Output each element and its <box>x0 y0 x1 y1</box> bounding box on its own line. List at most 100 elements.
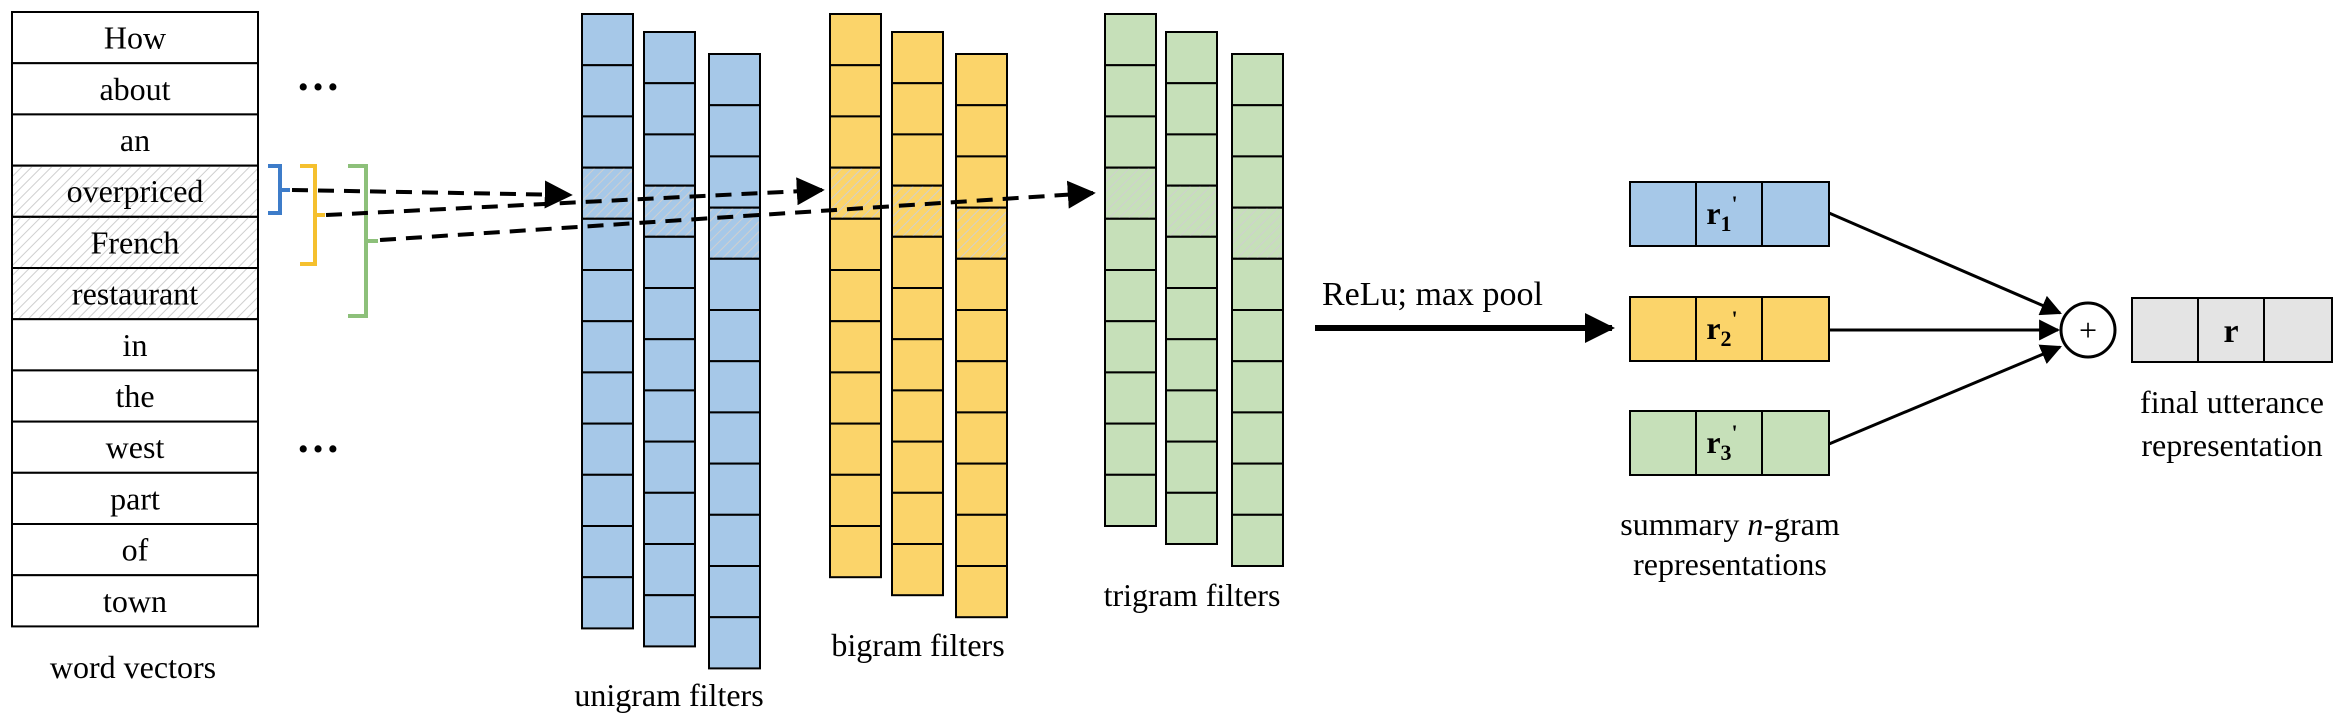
unigram-bracket <box>268 164 290 215</box>
unigram-filter-cell <box>708 513 761 567</box>
trigram-filter-cell <box>1104 13 1157 67</box>
word-text: restaurant <box>72 276 198 312</box>
bigram-filter-cell <box>891 82 944 136</box>
word-cell <box>11 267 259 321</box>
bigram-filter-cell <box>829 525 882 579</box>
bigram-filter-cell <box>955 309 1008 363</box>
summary-vector-symbol: r2' <box>1706 306 1737 351</box>
trigram-filter-group <box>1104 13 1284 567</box>
trigram-filter-cell <box>1231 360 1284 414</box>
unigram-filter-group <box>581 13 761 670</box>
bigram-filter-cell <box>829 422 882 476</box>
final-representation-vector: r <box>2131 297 2333 363</box>
final-label-line2: representation <box>2141 427 2322 463</box>
word-text: part <box>110 480 160 516</box>
bigram-filter-cell <box>891 287 944 341</box>
final-cell <box>2131 297 2199 363</box>
summary-vector-3: r3' <box>1629 410 1830 476</box>
sum-node <box>2059 301 2117 359</box>
bigram-filter-cell <box>891 543 944 597</box>
bigram-filter-cell <box>829 13 882 67</box>
bigram-filter-cell <box>829 320 882 374</box>
bigram-filter-cell <box>891 389 944 443</box>
summary-vectors: r1' r2' r3' <box>1629 181 1830 476</box>
summary-cell <box>1695 296 1763 362</box>
word-vectors-label: word vectors <box>50 649 216 685</box>
word-cell <box>11 62 259 116</box>
trigram-filter-cell <box>1231 309 1284 363</box>
unigram-filter-cell <box>643 82 696 136</box>
trigram-filter-cell <box>1231 104 1284 158</box>
bigram-filter-cell <box>955 513 1008 567</box>
word-text: town <box>103 583 167 619</box>
trigram-filter-cell <box>1165 287 1218 341</box>
word-text: the <box>115 378 154 414</box>
trigram-filter-active-cell <box>1165 184 1218 238</box>
bigram-bracket <box>300 164 325 266</box>
unigram-filter-cell <box>708 411 761 465</box>
summary-label-line2: representations <box>1633 546 1827 582</box>
word-cell <box>11 369 259 423</box>
bigram-filter-cell <box>891 338 944 392</box>
unigram-filter-cell <box>581 269 634 323</box>
trigram-filters-label: trigram filters <box>1104 577 1281 613</box>
trigram-filter-cell <box>1165 440 1218 494</box>
summary-cell <box>1761 410 1830 476</box>
unigram-filter-cell <box>708 360 761 414</box>
summary-cell <box>1629 181 1697 247</box>
bigram-filter-cell <box>891 440 944 494</box>
unigram-filter-cell <box>708 155 761 209</box>
word-vectors-column: HowaboutanoverpricedFrenchrestaurantinth… <box>11 11 259 628</box>
bigram-filter-active-cell <box>891 184 944 238</box>
unigram-filter-cell <box>643 235 696 290</box>
summary-vector-1: r1' <box>1629 181 1830 247</box>
trigram-filter-cell <box>1104 422 1157 476</box>
unigram-filter-cell <box>708 53 761 107</box>
word-text: about <box>99 71 170 107</box>
word-text: an <box>120 122 150 158</box>
word-text: in <box>123 327 148 363</box>
summary-cell <box>1761 181 1830 247</box>
bigram-filter-active-cell <box>829 166 882 220</box>
unigram-filter-cell <box>581 320 634 374</box>
trigram-filter-cell <box>1104 320 1157 374</box>
unigram-filter-cell <box>643 338 696 392</box>
trigram-filter-cell <box>1231 53 1284 107</box>
word-text: of <box>122 532 149 568</box>
unigram-filter-cell <box>643 133 696 187</box>
word-cell <box>11 164 259 218</box>
bigram-filter-cell <box>891 235 944 290</box>
unigram-filter-cell <box>581 64 634 118</box>
unigram-filter-cell <box>581 13 634 67</box>
bigram-filter-cell <box>829 115 882 169</box>
summary-cell <box>1761 296 1830 362</box>
trigram-filter-cell <box>1165 133 1218 187</box>
bigram-filter-cell <box>955 411 1008 465</box>
summary-label-line1: summary n-gram <box>1620 506 1840 542</box>
word-text: How <box>104 20 166 56</box>
trigram-filter-cell <box>1231 513 1284 567</box>
unigram-filters-label: unigram filters <box>574 677 763 713</box>
trigram-filter-cell <box>1165 491 1218 545</box>
summary-vector-symbol: r1' <box>1706 191 1737 236</box>
bigram-filter-cell <box>955 53 1008 107</box>
trigram-filter-cell <box>1104 115 1157 169</box>
unigram-filter-cell <box>643 491 696 545</box>
bigram-filter-cell <box>829 473 882 527</box>
final-cell <box>2263 297 2333 363</box>
unigram-filter-cell <box>643 440 696 494</box>
trigram-filter-cell <box>1104 217 1157 272</box>
r1-to-sum-arrow <box>1828 211 2062 316</box>
bigram-dashed-arrow <box>325 177 825 217</box>
summary-vector-2: r2' <box>1629 296 1830 362</box>
final-cell <box>2197 297 2265 363</box>
bigram-filter-cell <box>891 133 944 187</box>
unigram-filter-active-cell <box>581 166 634 220</box>
summary-cell <box>1629 410 1697 476</box>
word-text: west <box>106 429 165 465</box>
bigram-filter-cell <box>955 257 1008 311</box>
bigram-filter-cell <box>829 64 882 118</box>
trigram-filter-cell <box>1165 338 1218 392</box>
trigram-filter-cell <box>1231 411 1284 465</box>
